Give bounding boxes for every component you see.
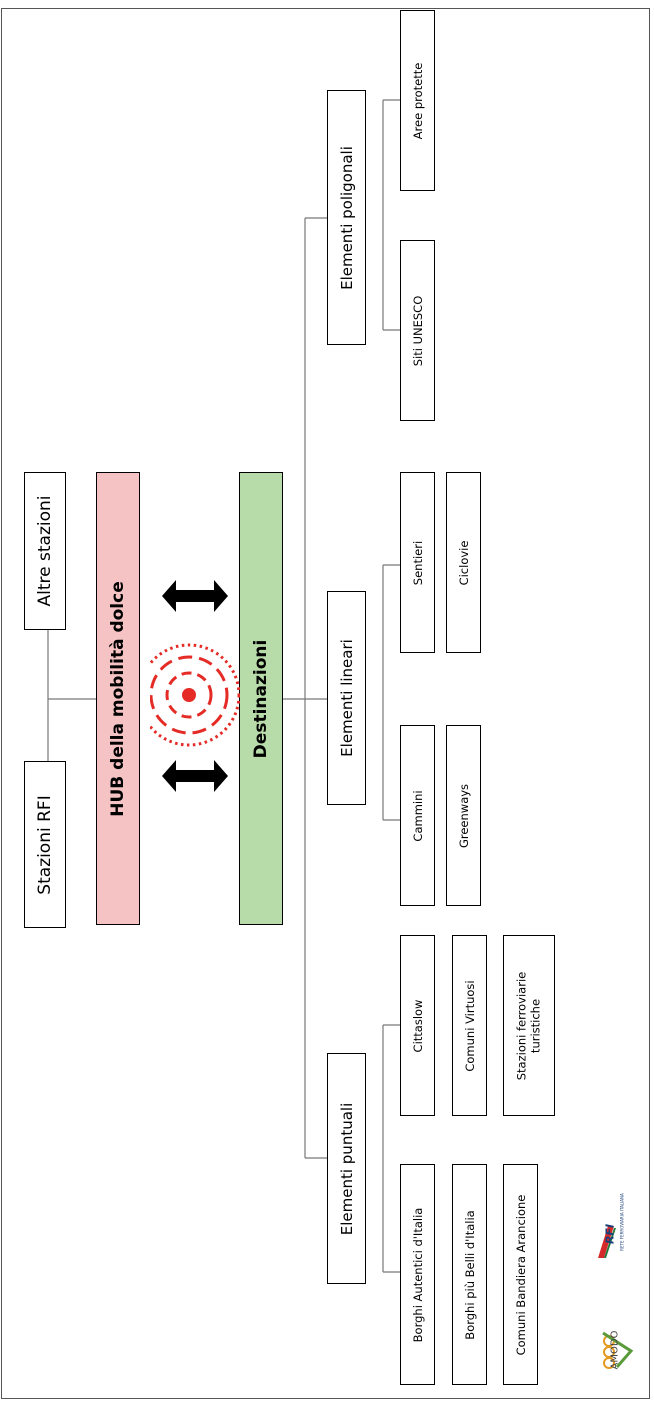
- elementi-poligonali-box: Elementi poligonali: [327, 90, 366, 345]
- stazioni-ferroviarie-turistiche-box: Stazioni ferroviarie turistiche: [503, 935, 555, 1116]
- aree-protette-box: Aree protette: [400, 10, 435, 191]
- elementi-lineari-label: Elementi lineari: [337, 639, 356, 757]
- cittaslow-label: Cittaslow: [410, 999, 425, 1052]
- comuni-virtuosi-box: Comuni Virtuosi: [452, 935, 487, 1116]
- cammini-box: Cammini: [400, 725, 435, 906]
- greenways-box: Greenways: [446, 725, 481, 906]
- borghi-piu-belli-box: Borghi più Belli d'Italia: [452, 1164, 487, 1385]
- destinazioni-box: Destinazioni: [239, 472, 283, 925]
- target-icon: [150, 643, 240, 747]
- siti-unesco-label: Siti UNESCO: [410, 295, 425, 366]
- siti-unesco-box: Siti UNESCO: [400, 240, 435, 421]
- diagram-frame: [1, 8, 650, 1399]
- borghi-autentici-label: Borghi Autentici d'Italia: [410, 1207, 425, 1342]
- rfi-logo-text: RFI: [603, 1223, 617, 1245]
- double-arrow-icon: [162, 760, 228, 792]
- elementi-puntuali-label: Elementi puntuali: [337, 1102, 356, 1235]
- borghi-autentici-box: Borghi Autentici d'Italia: [400, 1164, 435, 1385]
- rfi-logo-subtext: RETE FERROVIARIA ITALIANA: [619, 1193, 625, 1251]
- rfi-mark-icon: [596, 1222, 616, 1262]
- aree-protette-label: Aree protette: [410, 62, 425, 139]
- ciclovie-box: Ciclovie: [446, 472, 481, 653]
- cittaslow-box: Cittaslow: [400, 935, 435, 1116]
- stazioni-ferroviarie-turistiche-label: Stazioni ferroviarie turistiche: [514, 971, 543, 1080]
- comuni-bandiera-arancione-label: Comuni Bandiera Arancione: [513, 1194, 528, 1355]
- rfi-logo: RFI RETE FERROVIARIA ITALIANA: [596, 1192, 636, 1282]
- amodo-logo-icon: [602, 1331, 634, 1369]
- stazioni-rfi-label: Stazioni RFI: [35, 794, 55, 895]
- stazioni-rfi-box: Stazioni RFI: [24, 761, 66, 928]
- elementi-poligonali-label: Elementi poligonali: [337, 145, 356, 290]
- altre-stazioni-label: Altre stazioni: [35, 495, 55, 607]
- hub-box: HUB della mobilità dolce: [96, 472, 140, 925]
- hub-label: HUB della mobilità dolce: [108, 580, 128, 817]
- double-arrow-icon: [162, 580, 228, 612]
- greenways-label: Greenways: [456, 783, 471, 848]
- comuni-virtuosi-label: Comuni Virtuosi: [462, 979, 477, 1072]
- destinazioni-label: Destinazioni: [251, 639, 271, 758]
- cammini-label: Cammini: [410, 789, 425, 842]
- elementi-lineari-box: Elementi lineari: [327, 591, 366, 805]
- hub-graphics: [150, 580, 240, 792]
- sentieri-box: Sentieri: [400, 472, 435, 653]
- comuni-bandiera-arancione-box: Comuni Bandiera Arancione: [503, 1164, 538, 1385]
- elementi-puntuali-box: Elementi puntuali: [327, 1053, 366, 1284]
- amodo-logo-text: AMODO: [609, 1330, 621, 1370]
- amodo-logo: AMODO: [592, 1310, 638, 1390]
- ciclovie-label: Ciclovie: [456, 540, 471, 585]
- sentieri-label: Sentieri: [410, 540, 425, 585]
- altre-stazioni-box: Altre stazioni: [24, 472, 66, 630]
- borghi-piu-belli-label: Borghi più Belli d'Italia: [462, 1209, 477, 1340]
